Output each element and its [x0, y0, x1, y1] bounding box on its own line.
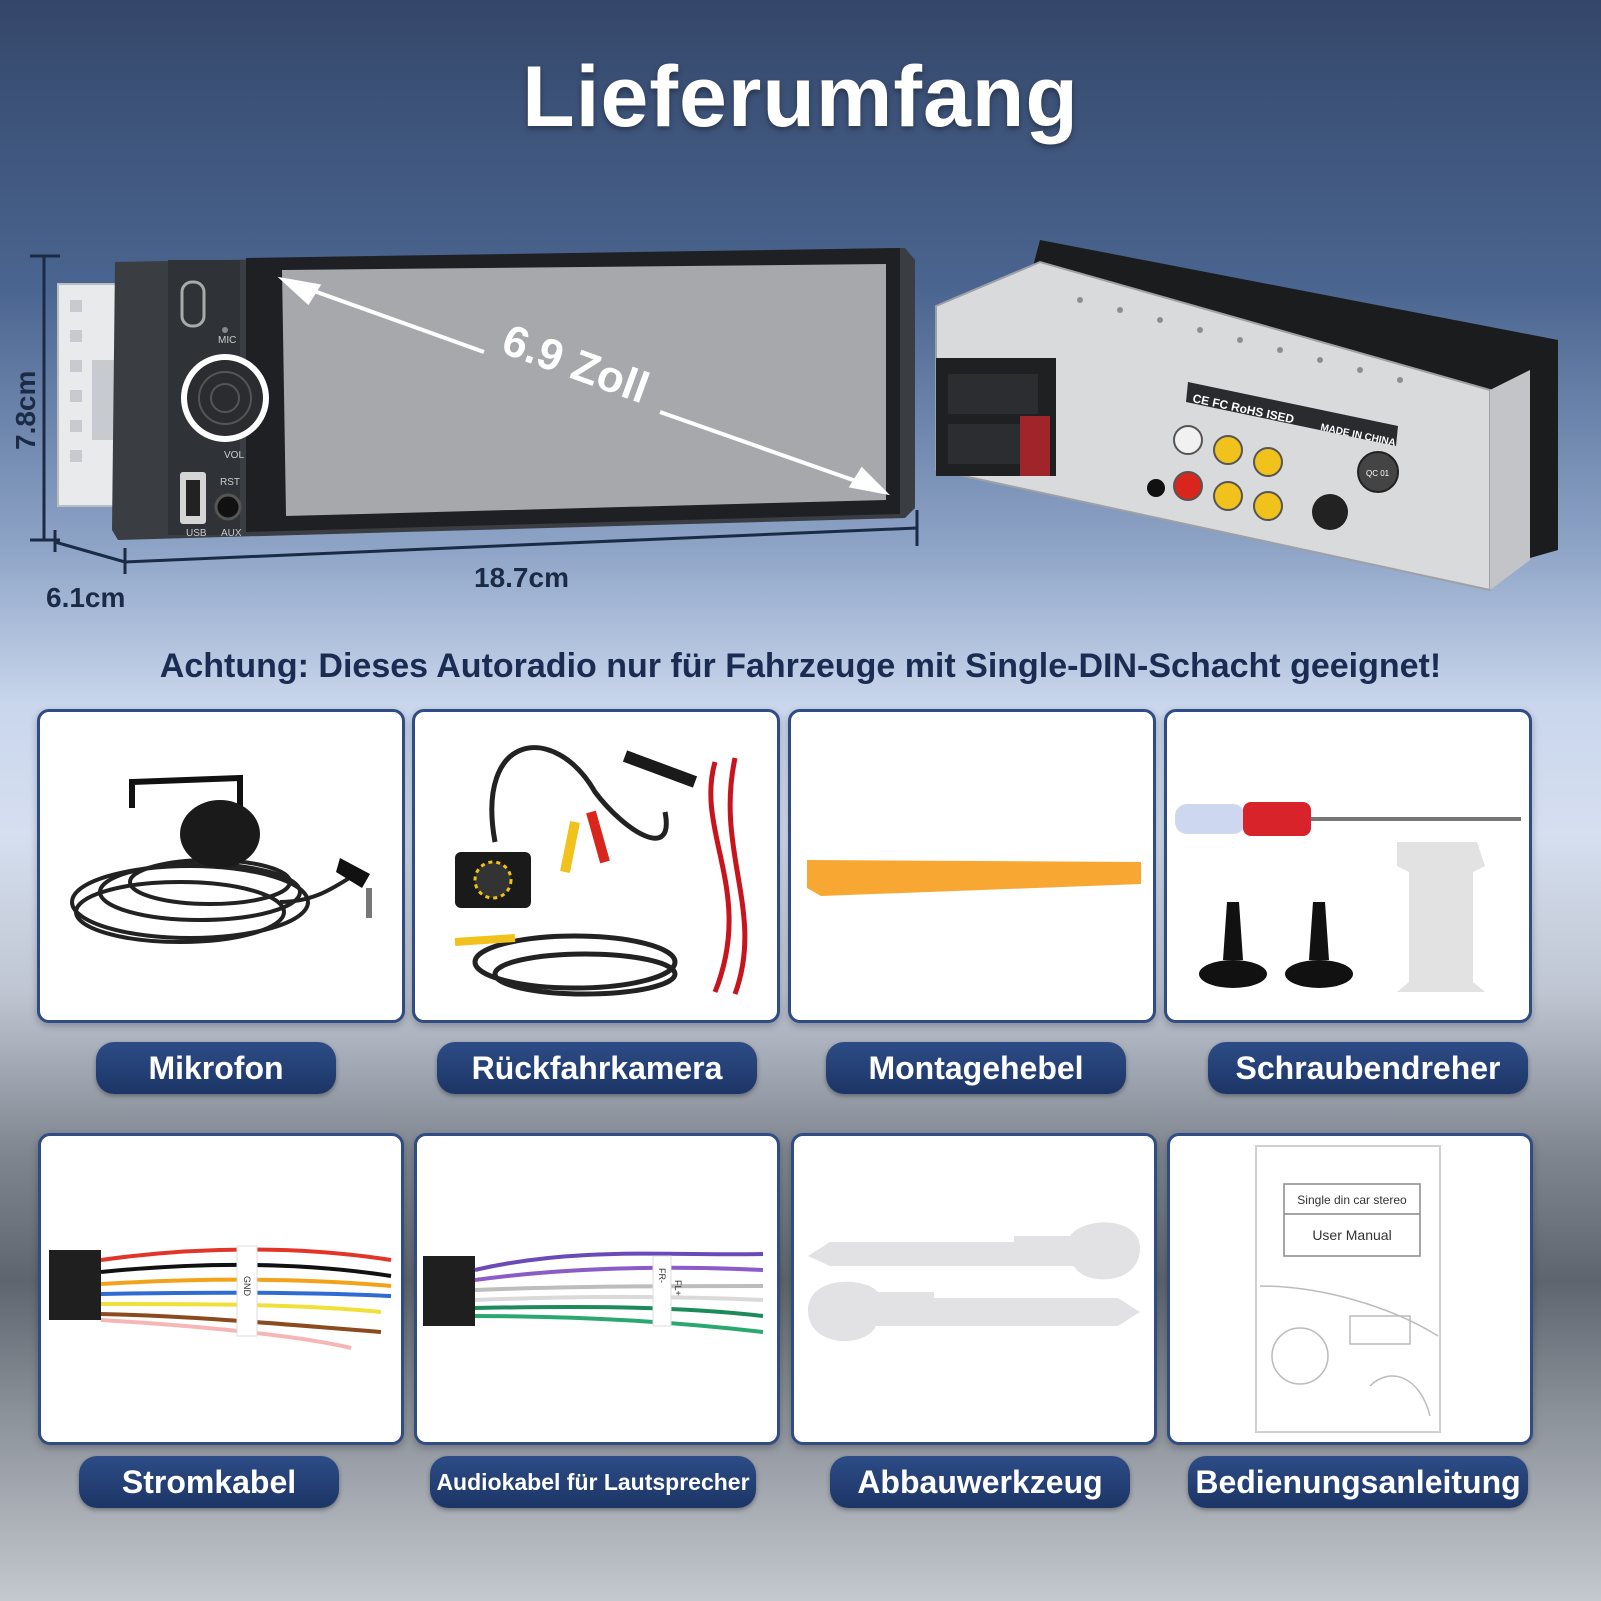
microphone-icon — [70, 774, 372, 944]
radio-rear-illustration: CE FC RoHS ISED MADE IN CHINA QC 01 — [935, 240, 1558, 592]
manual-line1: Single din car stereo — [1297, 1193, 1407, 1207]
label-microphone: Mikrofon — [96, 1042, 336, 1094]
card-screwdriver — [1164, 709, 1532, 1023]
mic-label: MIC — [218, 335, 236, 346]
card-speaker-cable: FR- FL+ — [414, 1133, 780, 1445]
fl-tag: FL+ — [673, 1280, 683, 1296]
pry-tool-icon — [807, 860, 1141, 896]
usb-c-port-icon — [180, 280, 206, 328]
dimension-lines — [30, 254, 919, 574]
label-power-cable: Stromkabel — [79, 1456, 339, 1508]
width-dimension: 18.7cm — [474, 562, 569, 593]
removal-key-icon — [807, 1222, 1141, 1342]
usb-label: USB — [186, 528, 207, 539]
camera-icon — [454, 745, 748, 997]
aux-label: AUX — [221, 528, 242, 539]
power-cable-icon: GND — [49, 1245, 392, 1350]
label-removal-tool: Abbauwerkzeug — [830, 1456, 1130, 1508]
page-title: Lieferumfang — [522, 49, 1079, 145]
label-reversing-camera: Rückfahrkamera — [437, 1042, 757, 1094]
single-din-warning: Achtung: Dieses Autoradio nur für Fahrze… — [159, 647, 1442, 685]
label-screwdriver: Schraubendreher — [1208, 1042, 1528, 1094]
gnd-tag: GND — [242, 1276, 252, 1297]
label-speaker-cable: Audiokabel für Lautsprecher — [430, 1456, 756, 1508]
radio-front-illustration: 6.9 Zoll MIC VOL RST USB AUX — [30, 248, 919, 574]
vol-label: VOL — [224, 450, 244, 461]
card-mounting-lever — [788, 709, 1156, 1023]
card-removal-tool — [791, 1133, 1157, 1445]
rst-label: RST — [220, 477, 240, 488]
fr-tag: FR- — [657, 1268, 667, 1283]
qc-label: QC 01 — [1366, 469, 1390, 478]
label-mounting-lever: Montagehebel — [826, 1042, 1126, 1094]
manual-line2: User Manual — [1312, 1227, 1391, 1243]
label-user-manual: Bedienungsanleitung — [1188, 1456, 1528, 1508]
card-reversing-camera — [412, 709, 780, 1023]
screwdriver-icon — [1175, 802, 1521, 992]
card-microphone — [37, 709, 405, 1023]
card-power-cable: GND — [38, 1133, 404, 1445]
card-user-manual: Single din car stereo User Manual — [1167, 1133, 1533, 1445]
depth-dimension: 6.1cm — [46, 582, 126, 613]
manual-icon: Single din car stereo User Manual — [1255, 1145, 1441, 1433]
speaker-cable-icon: FR- FL+ — [423, 1251, 764, 1334]
